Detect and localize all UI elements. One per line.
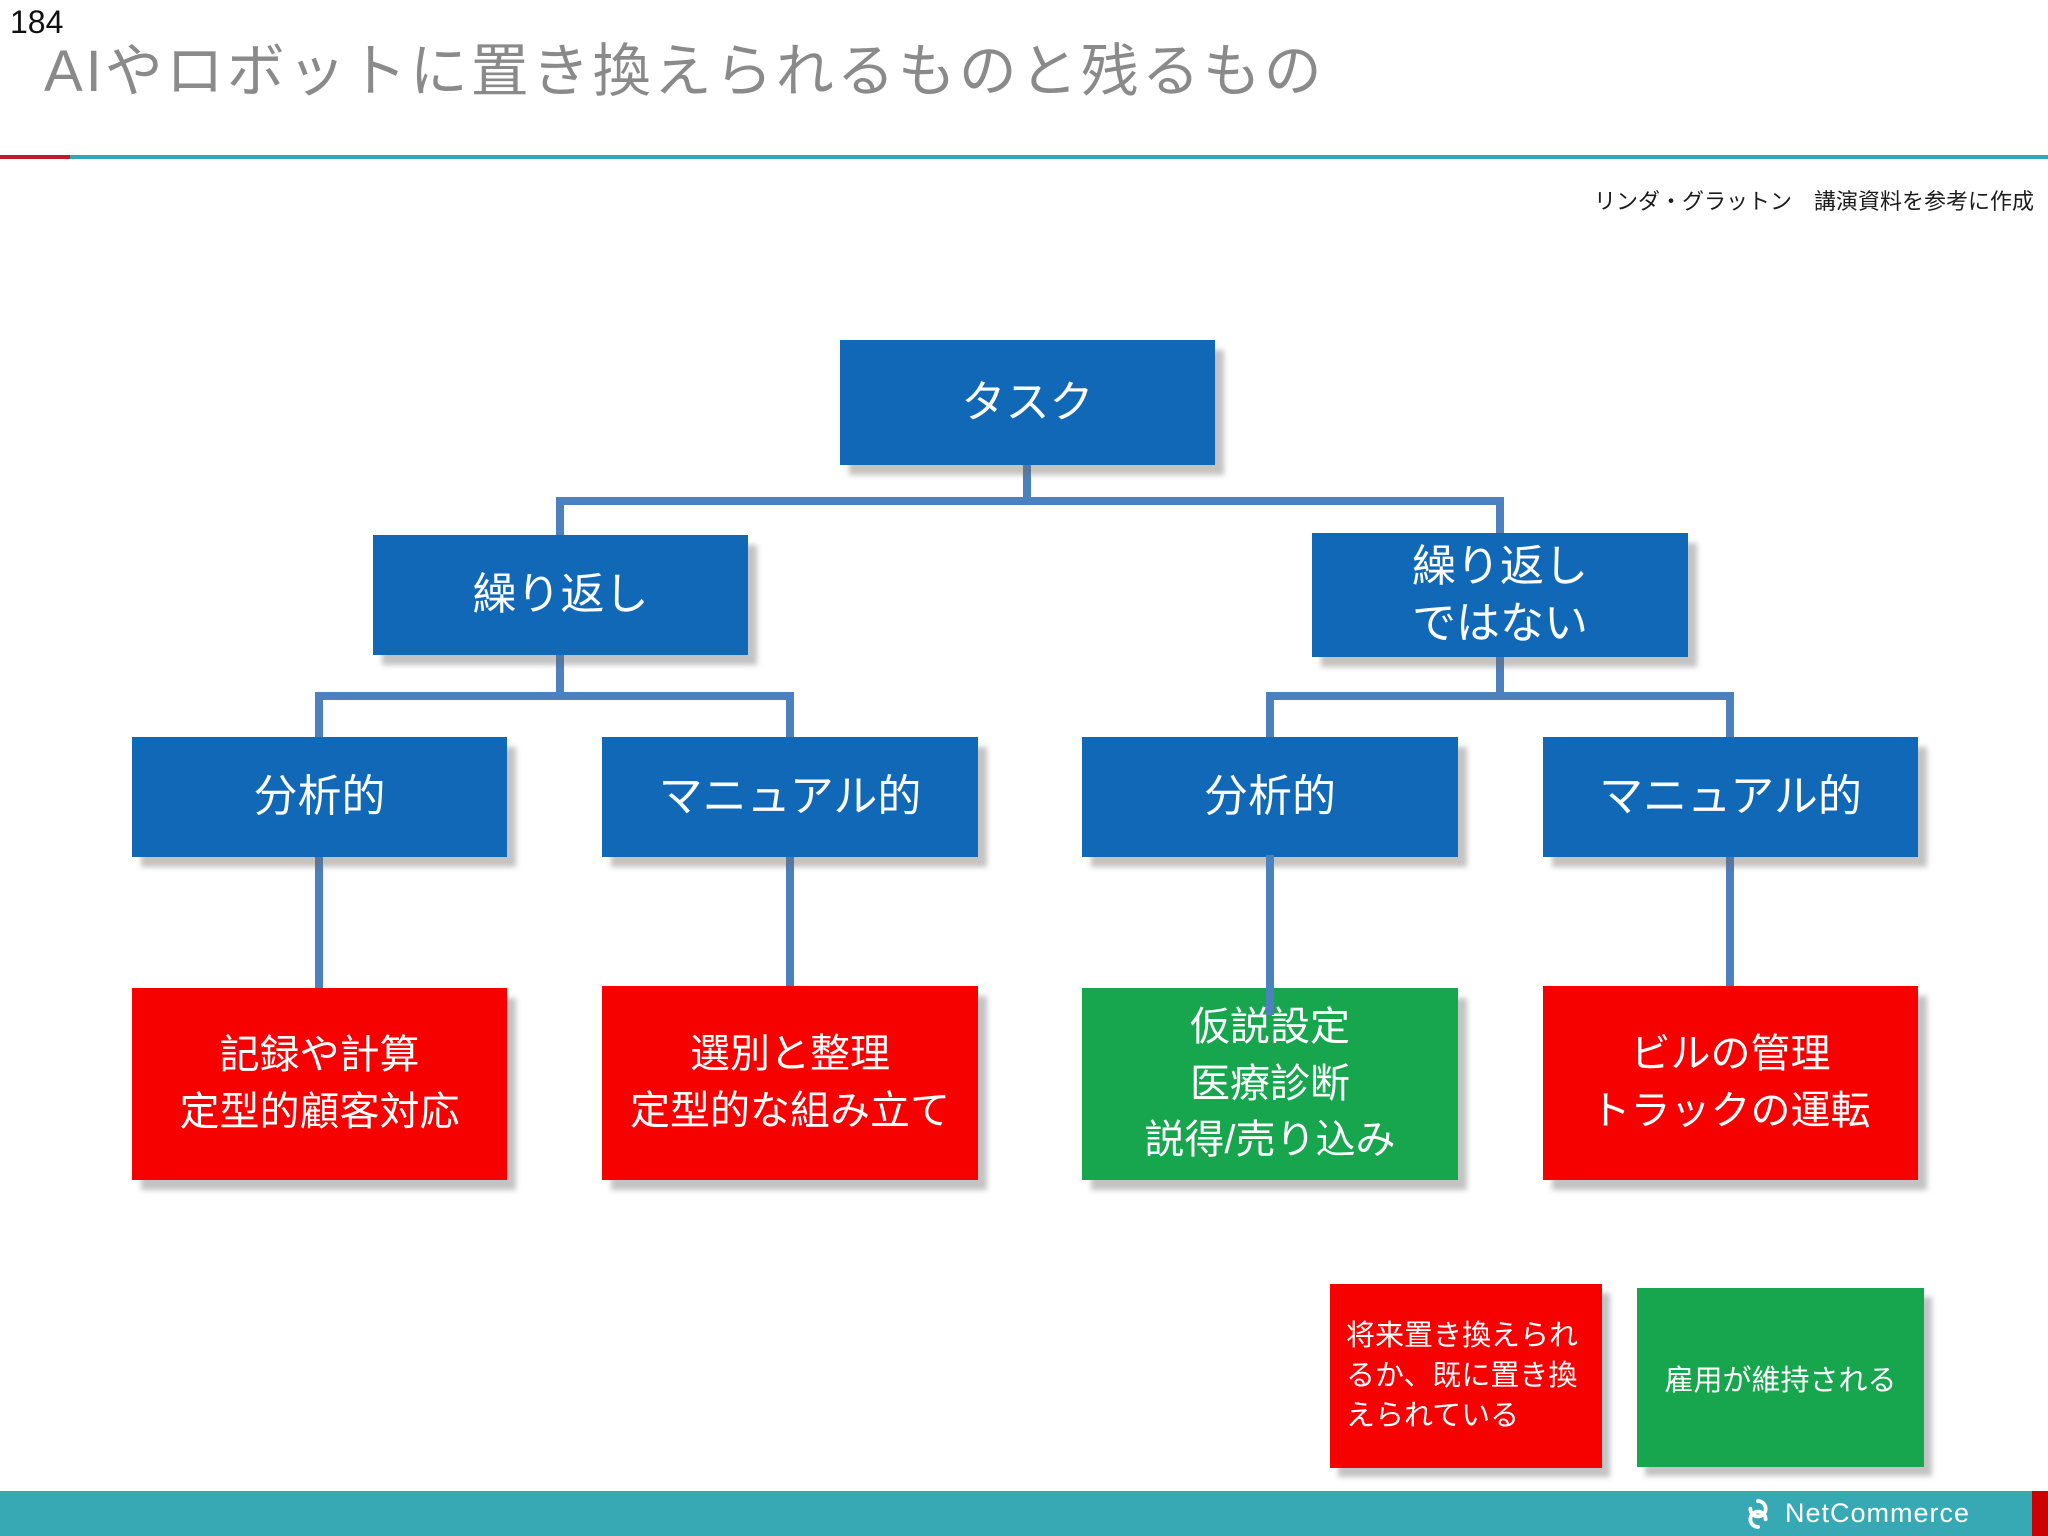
connector-leaf-building	[1726, 855, 1734, 988]
footer-bar: NetCommerce	[0, 1491, 2048, 1536]
page-title: AIやロボットに置き換えられるものと残るもの	[44, 39, 1325, 104]
connector-repetitive-stem	[556, 655, 564, 700]
connector-left-manual-drop	[786, 692, 794, 740]
connector-left-analytical-drop	[315, 692, 323, 740]
connector-right-branch-horizontal	[1266, 692, 1734, 700]
connector-leaf-records	[315, 855, 323, 989]
legend-replaced-label: 将来置き換えられ るか、既に置き換 えられている	[1346, 1319, 1579, 1432]
connector-right-manual-drop	[1726, 692, 1734, 740]
node-manual-right-label: マニュアル的	[1599, 772, 1862, 822]
connector-level1-right-drop	[1496, 497, 1504, 537]
leaf-building-truck: ビルの管理 トラックの運転	[1543, 986, 1918, 1180]
title-divider-teal-line	[70, 155, 2048, 159]
connector-right-analytical-drop	[1266, 692, 1274, 740]
leaf-hypothesis-diagnosis-label: 仮説設定 医療診断 説得/売り込み	[1144, 1004, 1396, 1163]
netcommerce-brand: NetCommerce	[1740, 1491, 1970, 1536]
connector-level1-left-drop	[556, 497, 564, 539]
connector-leaf-sorting	[786, 855, 794, 988]
leaf-records-calculation: 記録や計算 定型的顧客対応	[132, 988, 507, 1180]
page-number: 184	[10, 4, 64, 40]
connector-root-stem	[1023, 465, 1031, 501]
node-analytical-left-label: 分析的	[253, 772, 386, 822]
attribution-note: リンダ・グラットン 講演資料を参考に作成	[1593, 189, 2034, 214]
node-task: タスク	[840, 340, 1215, 465]
node-repetitive: 繰り返し	[373, 535, 748, 655]
title-divider-red-segment	[0, 155, 70, 159]
leaf-hypothesis-diagnosis: 仮説設定 医療診断 説得/売り込み	[1082, 988, 1458, 1180]
node-manual-left-label: マニュアル的	[658, 772, 922, 822]
leaf-sorting-assembly: 選別と整理 定型的な組み立て	[602, 986, 978, 1180]
node-analytical-left: 分析的	[132, 737, 507, 857]
legend-retained: 雇用が維持される	[1637, 1288, 1924, 1467]
node-task-label: タスク	[961, 377, 1094, 427]
node-non-repetitive-label: 繰り返し ではない	[1412, 541, 1588, 648]
legend-retained-label: 雇用が維持される	[1664, 1364, 1897, 1397]
netcommerce-logo-icon	[1748, 1498, 1768, 1529]
leaf-sorting-assembly-label: 選別と整理 定型的な組み立て	[630, 1032, 950, 1133]
node-non-repetitive: 繰り返し ではない	[1312, 533, 1688, 657]
leaf-building-truck-label: ビルの管理 トラックの運転	[1590, 1032, 1871, 1133]
connector-left-branch-horizontal	[315, 692, 794, 700]
netcommerce-brand-text: NetCommerce	[1784, 1498, 1970, 1528]
leaf-records-calculation-label: 記録や計算 定型的顧客対応	[179, 1033, 460, 1134]
connector-level1-horizontal	[556, 497, 1504, 505]
legend-replaced: 将来置き換えられ るか、既に置き換 えられている	[1330, 1284, 1602, 1468]
node-manual-right: マニュアル的	[1543, 737, 1918, 857]
footer-accent-red-strip	[2032, 1491, 2048, 1536]
node-analytical-right: 分析的	[1082, 737, 1458, 857]
node-repetitive-label: 繰り返し	[472, 570, 649, 620]
connector-leaf-hypothesis	[1266, 855, 1274, 1015]
node-manual-left: マニュアル的	[602, 737, 978, 857]
connector-nonrepetitive-stem	[1496, 657, 1504, 700]
node-analytical-right-label: 分析的	[1204, 772, 1336, 822]
